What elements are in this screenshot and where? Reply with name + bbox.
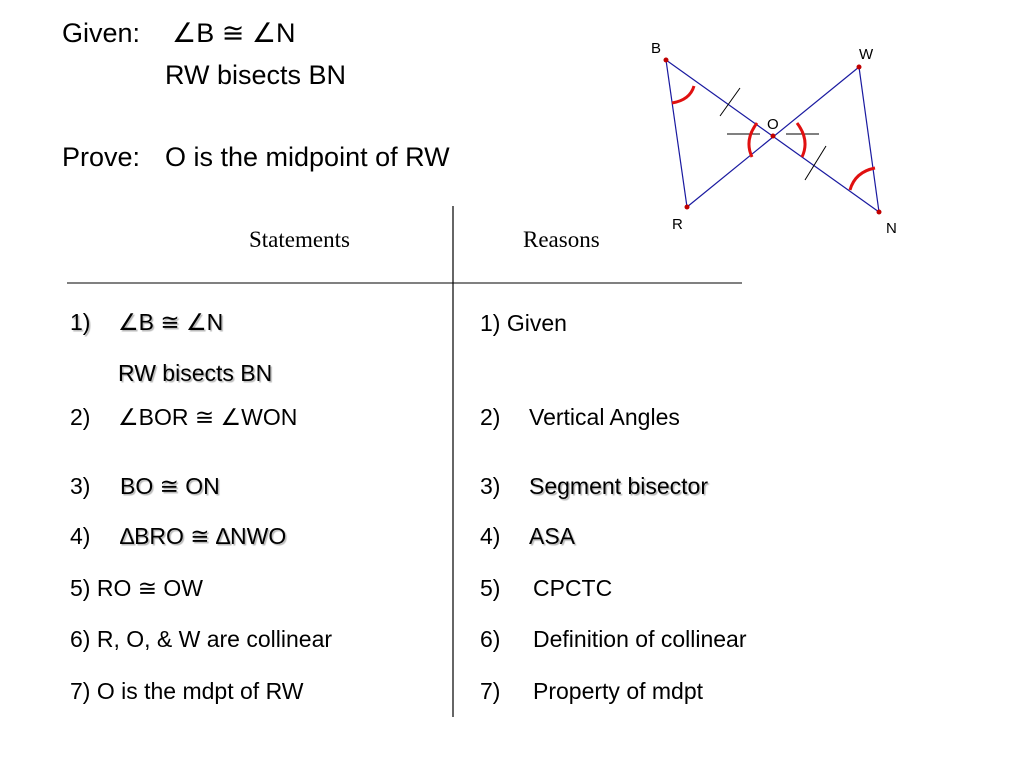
- reason-7-number: 7): [480, 678, 501, 704]
- statement-4: ∆BRO ≅ ∆NWO: [120, 523, 287, 549]
- point-w: [856, 64, 862, 70]
- segment-br: [665, 59, 688, 208]
- reason-6-number: 6): [480, 626, 501, 652]
- reason-4-number: 4): [480, 523, 501, 549]
- reason-1: 1) Given: [480, 310, 567, 336]
- tick-mark-bo: [719, 87, 741, 117]
- statement-5: 5) RO ≅ OW: [70, 575, 203, 601]
- statement-1-continued: RW bisects BN: [118, 360, 273, 386]
- reason-3-number: 3): [480, 473, 501, 499]
- reason-6: Definition of collinear: [533, 626, 747, 652]
- statement-1-number: 1): [70, 309, 91, 335]
- given-statement-1: ∠B ≅ ∠N: [172, 18, 296, 48]
- reason-4: ASA: [529, 523, 576, 549]
- reason-5-number: 5): [480, 575, 501, 601]
- prove-label: Prove:: [62, 142, 141, 172]
- statement-2-number: 2): [70, 404, 91, 430]
- statement-4-number: 4): [70, 523, 91, 549]
- point-n: [876, 209, 882, 215]
- reasons-header: Reasons: [523, 227, 600, 252]
- reason-7: Property of mdpt: [533, 678, 704, 704]
- reason-3: Segment bisector: [529, 473, 708, 499]
- statement-3-number: 3): [70, 473, 91, 499]
- statements-header: Statements: [249, 227, 350, 252]
- statement-2: ∠BOR ≅ ∠WON: [118, 404, 298, 430]
- statement-1: ∠B ≅ ∠N: [118, 309, 224, 335]
- prove-statement: O is the midpoint of RW: [165, 142, 450, 172]
- label-w: W: [859, 46, 874, 63]
- statement-3: BO ≅ ON: [120, 473, 220, 499]
- given-label: Given:: [62, 18, 141, 48]
- angle-arc-bor: [747, 122, 759, 158]
- label-b: B: [651, 40, 661, 57]
- reason-5: CPCTC: [533, 575, 613, 601]
- label-o: O: [767, 116, 779, 133]
- reason-2: Vertical Angles: [529, 404, 680, 430]
- angle-arc-won: [795, 122, 807, 158]
- point-o: [770, 133, 776, 139]
- reason-2-number: 2): [480, 404, 501, 430]
- statement-7: 7) O is the mdpt of RW: [70, 678, 304, 704]
- angle-arc-b: [671, 85, 696, 105]
- label-r: R: [672, 216, 683, 233]
- tick-mark-on: [804, 145, 827, 181]
- point-b: [663, 57, 669, 63]
- segment-wn: [858, 66, 880, 213]
- point-r: [684, 204, 690, 210]
- statement-6: 6) R, O, & W are collinear: [70, 626, 333, 652]
- given-statement-2: RW bisects BN: [165, 60, 347, 90]
- label-n: N: [886, 220, 897, 237]
- angle-arc-n: [848, 166, 876, 191]
